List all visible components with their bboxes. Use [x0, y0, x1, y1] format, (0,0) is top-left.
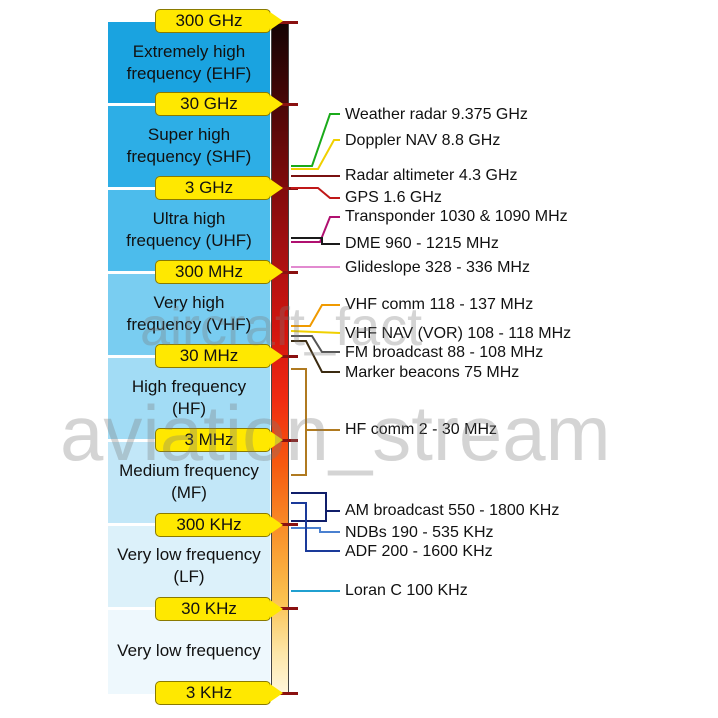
boundary-label-text: 300 MHz: [174, 262, 244, 281]
boundary-label-300khz: 300 KHz: [155, 513, 283, 537]
service-vhf-nav: VHF NAV (VOR) 108 - 118 MHz: [345, 325, 572, 342]
band-vlf: Very low frequency: [108, 608, 270, 694]
band-lf: Very low frequency (LF): [108, 524, 270, 608]
band-hf: High frequency (HF): [108, 356, 270, 440]
service-marker-beacons: Marker beacons 75 MHz: [345, 364, 520, 381]
connector-ndbs: [291, 527, 340, 533]
service-ndbs: NDBs 190 - 535 KHz: [345, 524, 494, 541]
service-doppler-nav: Doppler NAV 8.8 GHz: [345, 132, 501, 149]
connector-hf-comm: [291, 368, 340, 476]
service-transponder: Transponder 1030 & 1090 MHz: [345, 208, 568, 225]
service-radar-altimeter: Radar altimeter 4.3 GHz: [345, 167, 518, 184]
band-label: Very high frequency (VHF): [126, 293, 252, 334]
connector-weather-radar: [291, 113, 340, 167]
boundary-label-text: 30 KHz: [181, 599, 237, 618]
connector-vhf-nav: [290, 330, 341, 334]
boundary-label-3khz: 3 KHz: [155, 681, 283, 705]
connector-am-broadcast: [291, 492, 340, 512]
band-vhf: Very high frequency (VHF): [108, 272, 270, 356]
band-label: Extremely high frequency (EHF): [126, 42, 252, 83]
service-dme: DME 960 - 1215 MHz: [345, 235, 499, 252]
connector-dme: [291, 237, 340, 245]
connector-doppler-nav: [291, 139, 340, 170]
band-label: Ultra high frequency (UHF): [126, 209, 252, 250]
connector-vhf-comm: [291, 304, 340, 327]
band-shf: Super high frequency (SHF): [108, 104, 270, 188]
band-label: Medium frequency (MF): [119, 461, 259, 502]
service-gps: GPS 1.6 GHz: [345, 189, 442, 206]
boundary-label-text: 3 MHz: [184, 430, 234, 449]
connector-fm-broadcast: [291, 335, 340, 353]
service-adf: ADF 200 - 1600 KHz: [345, 543, 493, 560]
boundary-label-3mhz: 3 MHz: [155, 428, 283, 452]
boundary-label-text: 300 KHz: [176, 515, 242, 534]
service-loran-c: Loran C 100 KHz: [345, 582, 468, 599]
connector-am-broadcast-low: [291, 511, 327, 522]
boundary-label-300mhz: 300 MHz: [155, 260, 283, 284]
boundary-label-text: 3 GHz: [184, 178, 234, 197]
boundary-label-text: 30 GHz: [180, 94, 238, 113]
boundary-label-text: 3 KHz: [185, 683, 233, 702]
service-hf-comm: HF comm 2 - 30 MHz: [345, 421, 498, 438]
boundary-label-3ghz: 3 GHz: [155, 176, 283, 200]
boundary-label-30khz: 30 KHz: [155, 597, 283, 621]
service-fm-broadcast: FM broadcast 88 - 108 MHz: [345, 344, 544, 361]
service-weather-radar: Weather radar 9.375 GHz: [345, 106, 528, 123]
band-label: Super high frequency (SHF): [126, 125, 252, 166]
service-am-broadcast: AM broadcast 550 - 1800 KHz: [345, 502, 560, 519]
boundary-label-text: 30 MHz: [179, 346, 239, 365]
service-vhf-comm: VHF comm 118 - 137 MHz: [345, 296, 534, 313]
boundary-label-text: 300 GHz: [175, 11, 243, 30]
band-uhf: Ultra high frequency (UHF): [108, 188, 270, 272]
service-glideslope: Glideslope 328 - 336 MHz: [345, 259, 530, 276]
connector-marker-beacons: [291, 340, 340, 373]
connector-transponder: [291, 216, 340, 243]
band-label: High frequency (HF): [131, 377, 247, 418]
boundary-label-30mhz: 30 MHz: [155, 344, 283, 368]
band-mf: Medium frequency (MF): [108, 440, 270, 524]
band-label: Very low frequency: [117, 641, 261, 660]
boundary-label-30ghz: 30 GHz: [155, 92, 283, 116]
band-ehf: Extremely high frequency (EHF): [108, 22, 270, 104]
band-label: Very low frequency (LF): [117, 545, 261, 586]
connector-adf: [291, 502, 340, 552]
connector-gps: [291, 187, 340, 199]
boundary-label-300ghz: 300 GHz: [155, 9, 283, 33]
